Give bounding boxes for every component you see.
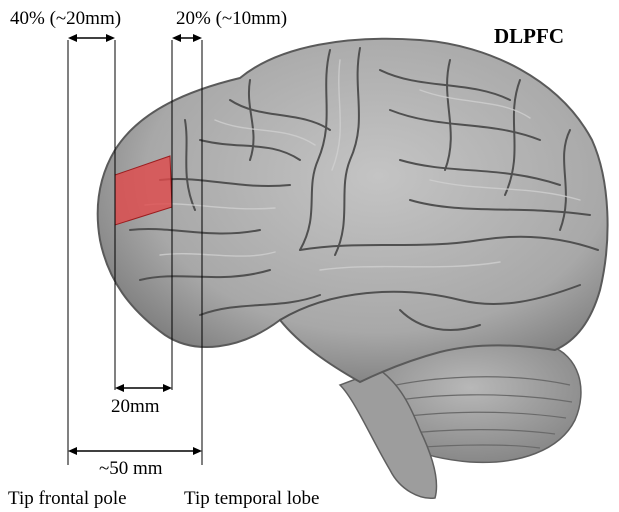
outer-span-arrow [68,447,202,455]
inner-span-label: 20mm [111,397,160,416]
temporal-lobe-label: Tip temporal lobe [184,489,319,508]
diagram-title: DLPFC [494,26,564,47]
top-left-measure-label: 40% (~20mm) [10,9,121,28]
outer-span-label: ~50 mm [99,459,163,478]
top-right-measure-label: 20% (~10mm) [176,9,287,28]
inner-span-arrow [115,384,172,392]
top-right-arrow [172,34,202,42]
frontal-pole-label: Tip frontal pole [8,489,127,508]
top-left-arrow [68,34,115,42]
